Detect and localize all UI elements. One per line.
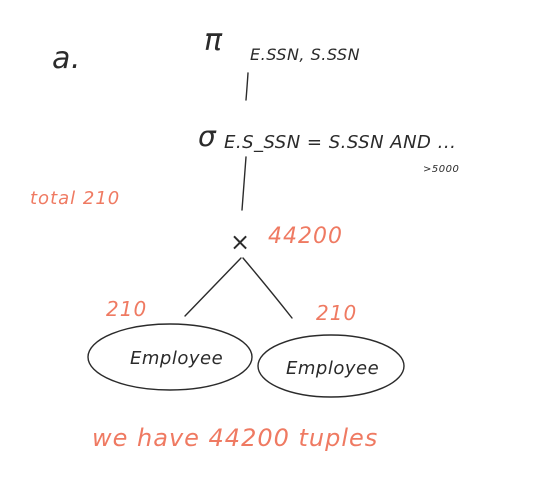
cross-product-symbol: ×	[230, 228, 251, 256]
right-relation-name: Employee	[286, 358, 379, 379]
conclusion-text: we have 44200 tuples	[92, 424, 378, 452]
part-label: a.	[52, 41, 81, 76]
left-relation-ellipse	[87, 323, 253, 391]
right-relation-ellipse	[257, 334, 405, 398]
projection-attributes: E.SSN, S.SSN	[250, 45, 360, 64]
total-label: total 210	[30, 188, 120, 209]
selection-note: >5000	[423, 164, 459, 175]
edge-projection-selection	[245, 72, 249, 101]
left-relation-tuple-count: 210	[106, 297, 147, 321]
selection-symbol: σ	[198, 120, 217, 153]
edge-selection-cross	[241, 156, 247, 211]
edge-cross-left-relation	[184, 257, 242, 317]
edge-cross-right-relation	[242, 257, 293, 319]
projection-symbol: π	[204, 23, 223, 58]
right-relation-tuple-count: 210	[316, 301, 357, 325]
selection-condition: E.S_SSN = S.SSN AND ...	[224, 132, 456, 153]
left-relation-name: Employee	[130, 348, 223, 369]
cross-product-tuple-count: 44200	[268, 224, 343, 249]
